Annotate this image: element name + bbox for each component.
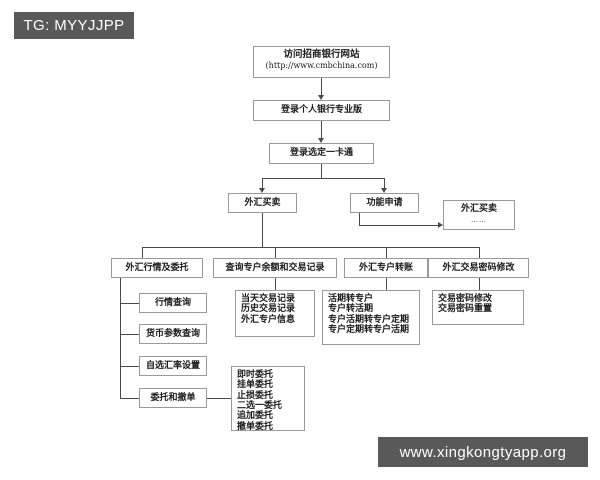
node-login-card-label: 登录选定一卡通: [289, 148, 353, 159]
node-fx-trade-label: 外汇买卖: [244, 197, 281, 208]
list-entrust-options: 即时委托 挂单委托 止损委托 二选一委托 追加委托 撤单委托: [231, 366, 305, 432]
telegram-watermark-tag: TG: MYYJJPP: [14, 12, 134, 39]
transfer-option: 专户活期转专户定期: [328, 314, 410, 325]
node-fx-password-change-label: 外汇交易密码修改: [442, 262, 515, 273]
list-query-records: 当天交易记录 历史交易记录 外汇专户信息: [235, 290, 315, 337]
transfer-option: 专户定期转专户活期: [328, 325, 410, 336]
node-query-balance-records-label: 查询专户余额和交易记录: [225, 262, 325, 273]
node-custom-rate-setting: 自选汇率设置: [139, 356, 207, 376]
transfer-option: 活期转专户: [328, 294, 374, 304]
password-option: 交易密码重置: [438, 304, 493, 315]
connector-col3-to-list: [386, 278, 387, 290]
arrowhead-login-to-card: [318, 138, 324, 143]
connector-bus-to-col2: [275, 247, 276, 258]
connector-col1-to-sub3: [120, 366, 139, 367]
node-function-apply-label: 功能申请: [366, 197, 403, 208]
connector-bus-to-col1: [142, 247, 143, 258]
node-fx-trade-right-ellipsis: ……: [471, 216, 487, 225]
connector-func-elbow-right: [359, 225, 438, 226]
node-currency-param-query-label: 货币参数查询: [145, 328, 200, 339]
node-login-card: 登录选定一卡通: [269, 143, 374, 164]
node-entrust-and-cancel-label: 委托和撤单: [150, 392, 196, 403]
query-record-option: 历史交易记录: [241, 304, 296, 315]
node-login-professional-label: 登录个人银行专业版: [280, 105, 362, 116]
connector-card-stem: [321, 164, 322, 178]
node-currency-param-query: 货币参数查询: [139, 324, 207, 344]
entrust-option: 止损委托: [237, 390, 274, 401]
connector-col2-to-list: [275, 278, 276, 290]
connector-col1-to-sub4: [120, 398, 139, 399]
node-login-professional: 登录个人银行专业版: [253, 100, 390, 121]
arrowhead-visit-to-login: [318, 95, 324, 100]
node-visit-site: 访问招商银行网站 (http://www.cmbchina.com): [253, 46, 390, 78]
node-fx-trade: 外汇买卖: [228, 193, 297, 213]
connector-card-to-fx: [262, 178, 263, 190]
connector-entrust-to-list: [207, 398, 231, 399]
transfer-option: 专户转活期: [328, 304, 374, 315]
list-transfer-options: 活期转专户 专户转活期 专户活期转专户定期 专户定期转专户活期: [322, 290, 420, 345]
connector-col4-to-list: [479, 278, 480, 290]
password-option: 交易密码修改: [438, 294, 493, 304]
entrust-option: 二选一委托: [237, 401, 283, 412]
connector-func-elbow-down: [359, 213, 360, 225]
node-fx-trade-right-label: 外汇买卖: [460, 204, 497, 214]
connector-bus-to-col3: [386, 247, 387, 258]
node-fx-trade-right: 外汇买卖 ……: [443, 200, 515, 230]
arrowhead-card-to-fx: [259, 188, 265, 193]
connector-col1-to-sub1: [120, 303, 139, 304]
connector-main-bus: [142, 247, 479, 248]
node-fx-quote-entrust-label: 外汇行情及委托: [125, 262, 189, 273]
node-fx-account-transfer: 外汇专户转账: [344, 258, 428, 278]
entrust-option: 撤单委托: [237, 421, 274, 432]
entrust-option: 即时委托: [237, 370, 274, 380]
arrowhead-func-to-fx-right: [438, 222, 443, 228]
connector-card-bus: [262, 178, 384, 179]
connector-login-to-card: [321, 121, 322, 140]
node-custom-rate-setting-label: 自选汇率设置: [145, 360, 200, 371]
node-function-apply: 功能申请: [350, 193, 419, 213]
node-fx-quote-entrust: 外汇行情及委托: [111, 258, 203, 278]
connector-bus-to-col4: [479, 247, 480, 258]
connector-fx-trade-stem: [262, 213, 263, 247]
entrust-option: 追加委托: [237, 411, 274, 422]
arrowhead-card-to-func: [381, 188, 387, 193]
website-watermark-tag: www.xingkongtyapp.org: [378, 437, 588, 467]
connector-visit-to-login: [321, 78, 322, 97]
node-fx-account-transfer-label: 外汇专户转账: [358, 262, 413, 273]
connector-card-to-func: [384, 178, 385, 190]
node-fx-password-change: 外汇交易密码修改: [428, 258, 529, 278]
list-password-options: 交易密码修改 交易密码重置: [432, 290, 524, 325]
connector-col1-to-sub2: [120, 334, 139, 335]
query-record-option: 外汇专户信息: [241, 314, 296, 325]
node-visit-site-url: (http://www.cmbchina.com): [265, 60, 378, 70]
node-query-balance-records: 查询专户余额和交易记录: [213, 258, 337, 278]
node-quote-query-label: 行情查询: [154, 297, 191, 308]
entrust-option: 挂单委托: [237, 380, 274, 391]
node-visit-site-label: 访问招商银行网站: [283, 49, 360, 60]
connector-col1-spine: [120, 278, 121, 398]
node-quote-query: 行情查询: [139, 293, 207, 313]
query-record-option: 当天交易记录: [241, 294, 296, 304]
node-entrust-and-cancel: 委托和撤单: [139, 388, 207, 408]
